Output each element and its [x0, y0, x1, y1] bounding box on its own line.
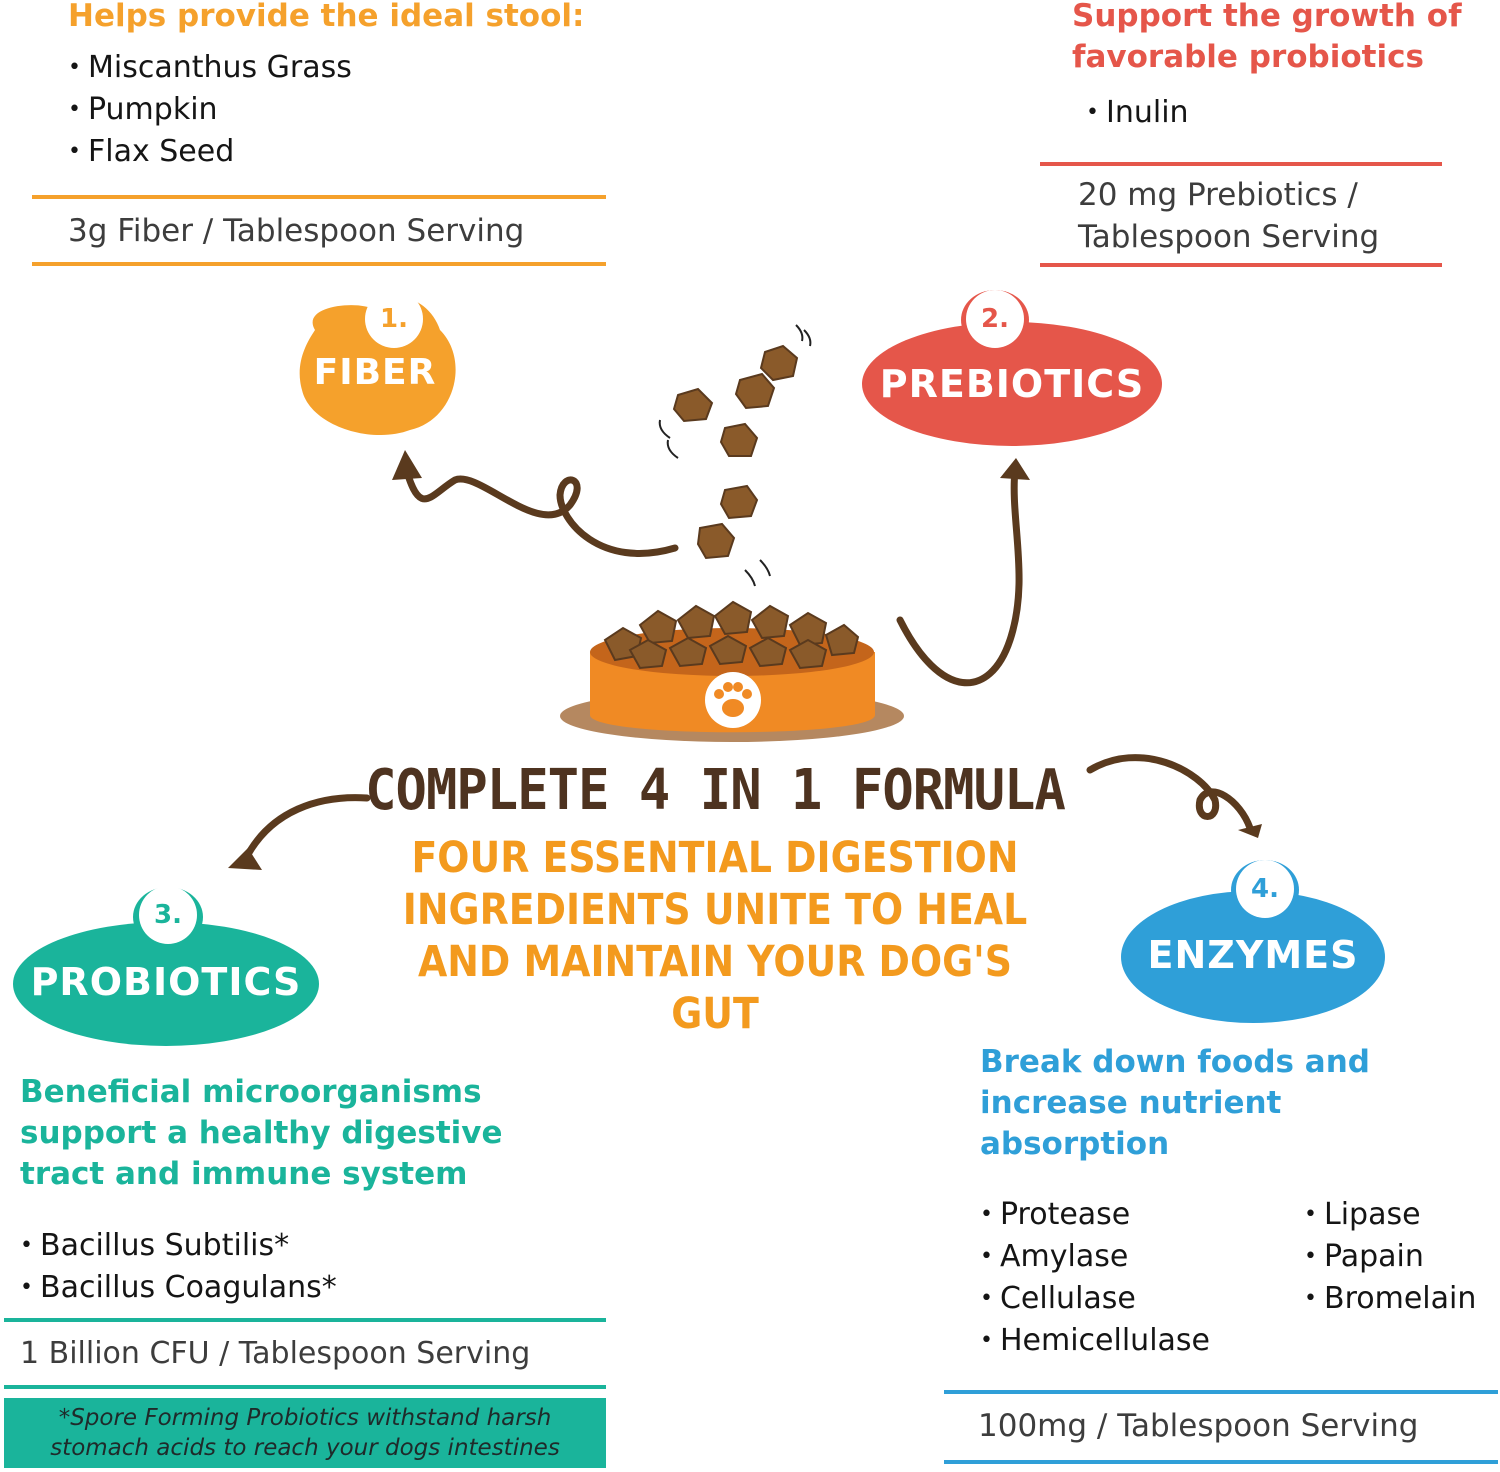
fiber-serving: 3g Fiber / Tablespoon Serving	[68, 213, 525, 249]
prebiotics-number-badge: 2.	[966, 290, 1024, 348]
list-item: Lipase	[1304, 1194, 1476, 1236]
fiber-number-badge: 1.	[365, 290, 423, 348]
probiotics-note-line2: stomach acids to reach your dogs intesti…	[50, 1435, 560, 1461]
fiber-list: Miscanthus Grass Pumpkin Flax Seed	[68, 47, 628, 173]
prebiotics-serving-line1: 20 mg Prebiotics /	[1078, 177, 1358, 213]
dog-bowl	[560, 600, 904, 742]
paw-icon	[705, 672, 761, 728]
enzymes-heading-line3: absorption	[980, 1126, 1170, 1162]
enzymes-rule-bottom	[944, 1460, 1498, 1464]
probiotics-number-badge: 3.	[139, 886, 197, 944]
prebiotics-rule-top	[1040, 162, 1442, 166]
fiber-section: Helps provide the ideal stool: Miscanthu…	[68, 0, 628, 173]
motion-lines	[658, 324, 812, 587]
probiotics-heading-line1: Beneficial microorganisms	[20, 1074, 482, 1110]
enzymes-number-badge: 4.	[1236, 860, 1294, 918]
enzymes-heading-line1: Break down foods and	[980, 1044, 1370, 1080]
list-item: Miscanthus Grass	[68, 47, 628, 89]
probiotics-rule-bottom	[4, 1385, 606, 1389]
enzymes-section: Break down foods and increase nutrient a…	[980, 1042, 1490, 1165]
probiotics-rule-top	[4, 1318, 606, 1322]
fiber-rule-bottom	[32, 262, 606, 266]
center-subtitle: FOUR ESSENTIAL DIGESTION INGREDIENTS UNI…	[376, 832, 1054, 1040]
probiotics-section: Beneficial microorganisms support a heal…	[20, 1072, 620, 1309]
arrow-to-fiber	[401, 461, 679, 557]
prebiotics-list: Inulin	[1072, 92, 1500, 134]
probiotics-heading-line3: tract and immune system	[20, 1156, 468, 1192]
arrows	[241, 461, 1254, 864]
list-item: Protease	[980, 1194, 1210, 1236]
arrow-to-enzymes	[1086, 754, 1254, 832]
enzymes-serving: 100mg / Tablespoon Serving	[978, 1408, 1419, 1444]
prebiotics-heading-line2: favorable probiotics	[1072, 39, 1424, 75]
list-item: Bacillus Coagulans*	[20, 1267, 620, 1309]
enzymes-heading-line2: increase nutrient	[980, 1085, 1282, 1121]
kibble	[672, 344, 799, 560]
prebiotics-serving-line2: Tablespoon Serving	[1078, 219, 1380, 255]
list-item: Inulin	[1086, 92, 1500, 134]
probiotics-serving: 1 Billion CFU / Tablespoon Serving	[20, 1336, 531, 1371]
arrow-heads	[228, 450, 1262, 870]
probiotics-note: *Spore Forming Probiotics withstand hars…	[4, 1398, 606, 1468]
probiotics-label: PROBIOTICS	[30, 960, 302, 1004]
probiotics-heading-line2: support a healthy digestive	[20, 1115, 503, 1151]
list-item: Amylase	[980, 1236, 1210, 1278]
list-item: Papain	[1304, 1236, 1476, 1278]
enzymes-rule-top	[944, 1390, 1498, 1394]
list-item: Flax Seed	[68, 131, 628, 173]
center-subtitle-line2: INGREDIENTS UNITE TO HEAL	[402, 885, 1028, 935]
center-subtitle-line3: AND MAINTAIN YOUR DOG'S GUT	[417, 937, 1013, 1039]
prebiotics-section: Support the growth of favorable probioti…	[1072, 0, 1500, 134]
enzymes-list-right: Lipase Papain Bromelain	[1304, 1194, 1476, 1320]
list-item: Bromelain	[1304, 1278, 1476, 1320]
list-item: Bacillus Subtilis*	[20, 1225, 620, 1267]
enzymes-list-left: Protease Amylase Cellulase Hemicellulase	[980, 1194, 1210, 1362]
list-item: Pumpkin	[68, 89, 628, 131]
center-subtitle-line1: FOUR ESSENTIAL DIGESTION	[411, 833, 1019, 883]
center-title: COMPLETE 4 IN 1 FORMULA	[365, 758, 1066, 823]
prebiotics-heading-line1: Support the growth of	[1072, 0, 1462, 34]
prebiotics-label: PREBIOTICS	[879, 362, 1145, 406]
list-item: Cellulase	[980, 1278, 1210, 1320]
arrow-to-prebiotics	[896, 466, 1023, 687]
fiber-rule-top	[32, 195, 606, 199]
probiotics-list: Bacillus Subtilis* Bacillus Coagulans*	[20, 1225, 620, 1309]
probiotics-note-line1: *Spore Forming Probiotics withstand hars…	[58, 1405, 552, 1431]
list-item: Hemicellulase	[980, 1320, 1210, 1362]
prebiotics-rule-bottom	[1040, 263, 1442, 267]
fiber-label: FIBER	[313, 352, 437, 393]
arrow-to-probiotics	[241, 794, 371, 864]
enzymes-label: ENZYMES	[1147, 933, 1359, 977]
fiber-heading: Helps provide the ideal stool:	[68, 0, 585, 34]
